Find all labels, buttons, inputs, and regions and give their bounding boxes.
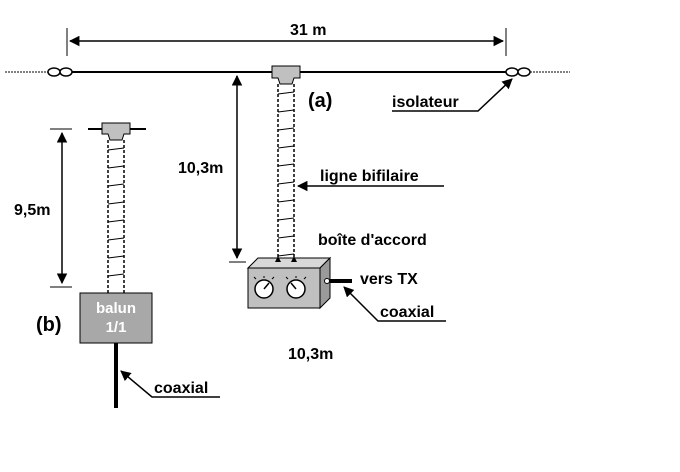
height-label-b: 9,5m bbox=[14, 202, 50, 219]
twin-lead-a bbox=[277, 84, 295, 262]
insulator-label: isolateur bbox=[392, 94, 459, 111]
balun-label-line1: balun bbox=[96, 300, 136, 317]
tuner-box bbox=[246, 256, 332, 310]
coax-b-label: coaxial bbox=[154, 380, 208, 397]
to-tx-label: vers TX bbox=[360, 271, 418, 288]
antenna-a-label: (a) bbox=[308, 90, 332, 112]
coax-a-label: coaxial bbox=[380, 304, 434, 321]
height-dimension-b bbox=[50, 128, 72, 288]
insulator-right bbox=[505, 67, 531, 77]
twin-lead-b bbox=[107, 140, 125, 293]
height-dimension-a bbox=[229, 71, 246, 263]
tuner-label: boîte d'accord bbox=[318, 232, 427, 249]
coax-a-pointer bbox=[343, 286, 446, 322]
twin-lead-label: ligne bifilaire bbox=[320, 168, 419, 185]
antenna-b-label: (b) bbox=[36, 314, 62, 336]
balun-label-line2: 1/1 bbox=[106, 319, 127, 336]
coax-b-pointer bbox=[120, 370, 220, 398]
insulator-pointer bbox=[392, 78, 513, 112]
span-dimension bbox=[66, 28, 507, 56]
insulator-left bbox=[47, 67, 73, 77]
span-label: 31 m bbox=[290, 22, 326, 39]
height-label-a: 10,3m bbox=[178, 160, 223, 177]
feeder-length-label: 10,3m bbox=[288, 346, 333, 363]
center-connector-a bbox=[271, 65, 301, 85]
center-connector-b bbox=[101, 122, 131, 141]
